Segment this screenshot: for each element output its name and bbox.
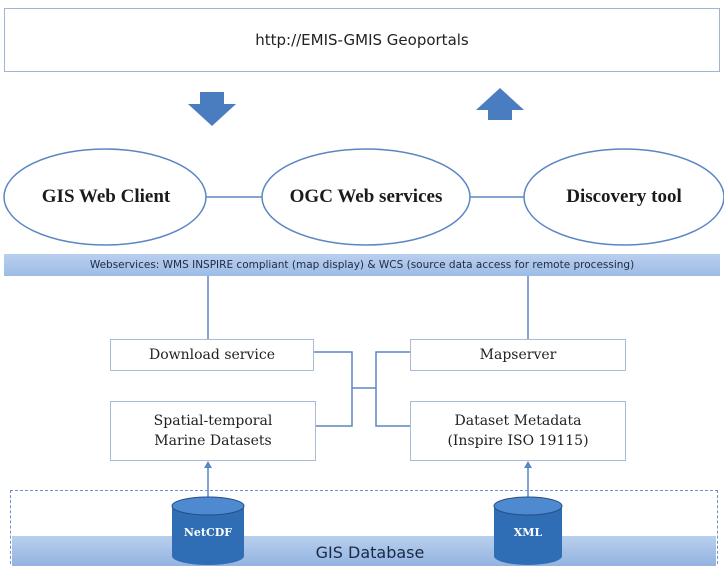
arrow-down-icon <box>188 92 236 126</box>
arrow-up-icon <box>476 88 524 120</box>
geoportal-box: http://EMIS-GMIS Geoportals <box>4 8 720 72</box>
gis-database-band <box>12 536 716 566</box>
gis-web-client-ellipse <box>3 148 207 246</box>
ogc-web-services-ellipse <box>261 148 471 246</box>
xml-label: XML <box>513 525 543 539</box>
datasets-line1: Spatial-temporal <box>153 413 273 429</box>
geoportal-url: http://EMIS-GMIS Geoportals <box>255 31 469 49</box>
gis-web-client-label: GIS Web Client <box>41 186 171 207</box>
download-service-box: Download service <box>110 339 314 371</box>
webservices-text: Webservices: WMS INSPIRE compliant (map … <box>89 259 635 271</box>
mapserver-label: Mapserver <box>479 347 557 363</box>
metadata-line1: Dataset Metadata <box>454 413 582 429</box>
download-connector <box>314 351 353 427</box>
datasets-line2: Marine Datasets <box>154 433 272 449</box>
small-arrow-up-icon <box>204 461 212 468</box>
mapserver-box: Mapserver <box>410 339 626 371</box>
metadata-line2: (Inspire ISO 19115) <box>447 433 589 449</box>
gis-database-zone <box>10 490 718 564</box>
discovery-tool-ellipse <box>523 148 724 246</box>
small-arrow-up-icon <box>524 461 532 468</box>
marine-datasets-box: Spatial-temporal Marine Datasets <box>110 401 316 461</box>
mapserver-connector <box>375 351 410 427</box>
discovery-tool-label: Discovery tool <box>566 186 682 207</box>
gis-database-title: GIS Database <box>315 542 425 562</box>
webservices-band: Webservices: WMS INSPIRE compliant (map … <box>4 254 720 276</box>
ogc-web-services-label: OGC Web services <box>289 186 443 207</box>
netcdf-database-icon <box>171 496 245 565</box>
xml-database-icon <box>493 496 563 565</box>
netcdf-label: NetCDF <box>183 525 233 539</box>
dataset-metadata-box: Dataset Metadata (Inspire ISO 19115) <box>410 401 626 461</box>
download-service-label: Download service <box>149 347 275 363</box>
